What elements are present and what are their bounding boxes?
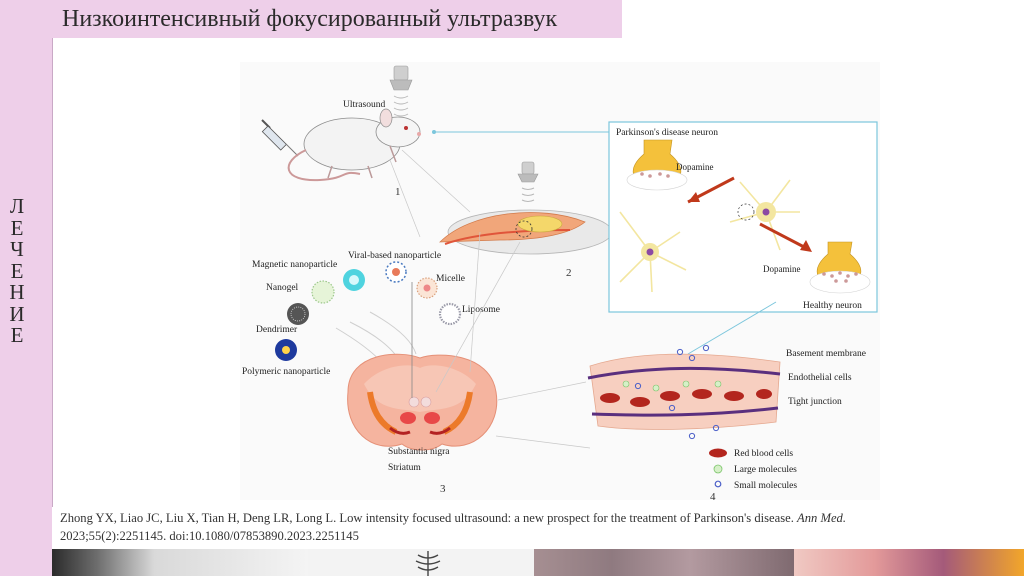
tight-junction-label: Tight junction <box>788 397 842 407</box>
dopamine-top-label: Dopamine <box>676 162 714 172</box>
section-letter: Е <box>10 215 24 240</box>
dendrimer-icon <box>287 303 309 325</box>
sidebar: Л Е Ч Е Н И Е <box>0 0 53 576</box>
section-letter: Е <box>10 323 24 347</box>
neuron-cells-icon <box>619 179 800 293</box>
polymeric-nanoparticle-label: Polymeric nanoparticle <box>242 367 330 377</box>
rbc-legend-icon <box>709 448 727 458</box>
citation: Zhong YX, Liao JC, Liu X, Tian H, Deng L… <box>52 507 1024 551</box>
strip-image <box>52 549 308 576</box>
large-molecules-label: Large molecules <box>734 465 797 475</box>
panel-number-4: 4 <box>710 491 716 500</box>
section-vertical-label: Л Е Ч Е Н И Е <box>0 194 34 347</box>
brain-section-icon <box>347 353 498 451</box>
rbc-legend-label: Red blood cells <box>734 449 793 459</box>
magnetic-nanoparticle-icon <box>343 269 365 291</box>
nanogel-icon <box>311 280 335 304</box>
bottom-image-strip <box>52 549 1024 576</box>
dendrimer-label: Dendrimer <box>256 325 298 335</box>
panel-number-3: 3 <box>440 483 446 495</box>
viral-nanoparticle-icon <box>385 261 407 283</box>
substantia-nigra-label: Substantia nigra <box>388 447 450 457</box>
liposome-icon <box>438 302 462 326</box>
spine-icon <box>415 551 441 576</box>
healthy-synapse-icon <box>809 241 871 294</box>
lifu-diagram: Ultrasound 1 2 Parkinson's diseas <box>240 62 880 500</box>
panel-number-1: 1 <box>395 186 401 198</box>
strip-image <box>308 549 534 576</box>
healthy-neuron-label: Healthy neuron <box>803 301 862 311</box>
citation-line-1: Zhong YX, Liao JC, Liu X, Tian H, Deng L… <box>60 511 846 526</box>
syringe-icon <box>261 119 299 157</box>
pd-synapse-icon <box>626 139 688 191</box>
small-molecules-label: Small molecules <box>734 481 797 491</box>
section-letter: Ч <box>10 237 24 261</box>
polymeric-nanoparticle-icon <box>275 339 297 361</box>
section-letter: Л <box>9 194 25 218</box>
title-bar: Низкоинтенсивный фокусированный ультразв… <box>52 0 622 38</box>
head-section-icon <box>438 209 613 255</box>
ultrasound-label: Ultrasound <box>343 100 385 110</box>
small-molecule-icon <box>714 480 722 488</box>
citation-line-2: 2023;55(2):2251145. doi:10.1080/07853890… <box>60 529 359 543</box>
citation-journal: Ann Med. <box>797 511 846 525</box>
section-letter: Е <box>10 258 24 283</box>
transducer-small-icon <box>517 161 539 202</box>
blood-vessel-icon <box>587 344 781 440</box>
endothelial-cells-label: Endothelial cells <box>788 373 852 383</box>
dopamine-bottom-label: Dopamine <box>763 264 801 274</box>
panel-number-2: 2 <box>566 267 572 279</box>
mouse-icon <box>287 108 421 182</box>
strip-image <box>794 549 1024 576</box>
section-letter: Н <box>9 280 25 304</box>
citation-text: Zhong YX, Liao JC, Liu X, Tian H, Deng L… <box>60 511 794 525</box>
slide-title: Низкоинтенсивный фокусированный ультразв… <box>62 6 558 32</box>
viral-nanoparticle-label: Viral-based nanoparticle <box>348 251 441 261</box>
basement-membrane-label: Basement membrane <box>786 349 866 359</box>
large-molecule-icon <box>713 464 723 474</box>
micelle-icon <box>416 277 438 299</box>
magnetic-nanoparticle-label: Magnetic nanoparticle <box>252 260 337 270</box>
nanogel-label: Nanogel <box>266 283 299 293</box>
strip-image <box>534 549 794 576</box>
micelle-label: Micelle <box>436 274 465 284</box>
transducer-icon <box>389 65 413 122</box>
pd-neuron-label: Parkinson's disease neuron <box>616 128 718 138</box>
striatum-label: Striatum <box>388 463 421 473</box>
liposome-label: Liposome <box>462 305 500 315</box>
section-letter: И <box>9 301 25 326</box>
arrow-icon <box>687 176 812 252</box>
